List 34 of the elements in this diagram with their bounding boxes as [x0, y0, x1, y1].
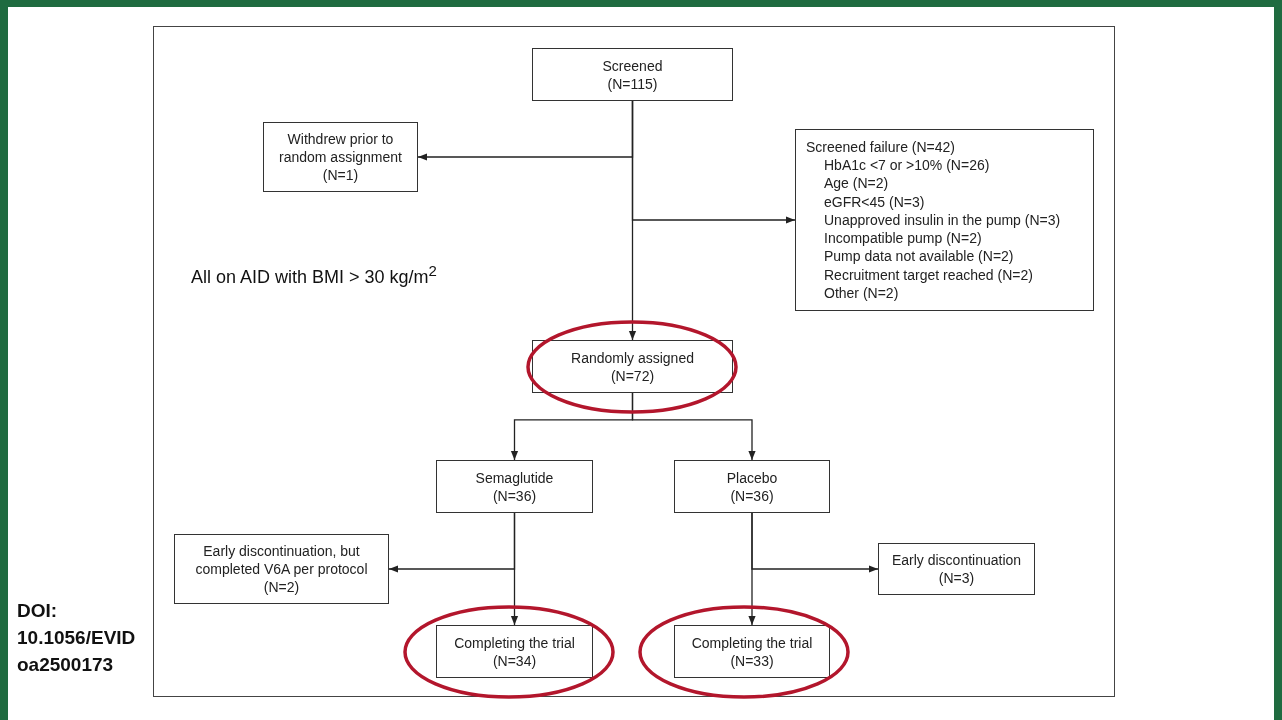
box-text: Placebo (N=36): [725, 468, 779, 505]
flow-box: [532, 48, 733, 101]
list-item: Other (N=2): [823, 283, 899, 302]
flow-box: [263, 122, 418, 192]
list-item: Pump data not available (N=2): [823, 247, 1014, 266]
list-item: eGFR<45 (N=3): [823, 192, 925, 211]
list-item: Incompatible pump (N=2): [823, 229, 982, 248]
arrow: [631, 392, 756, 461]
box-heading: Screened failure (N=42): [806, 138, 956, 157]
box-text: Completing the trial (N=33): [690, 633, 814, 670]
flow-box: [532, 340, 733, 393]
flow-box: [436, 625, 593, 678]
box-text: Randomly assigned (N=72): [570, 348, 695, 385]
arrow: [510, 512, 519, 626]
flow-box: [674, 460, 830, 513]
box-text: Withdrew prior to random assignment (N=1): [278, 130, 403, 184]
arrow: [748, 512, 756, 626]
box-text: Early discontinuation, but completed V6A per protocol (N=2): [194, 542, 369, 596]
list-item: Recruitment target reached (N=2): [823, 265, 1033, 284]
box-text: Early discontinuation (N=3): [890, 551, 1023, 587]
flow-box: [674, 625, 830, 678]
flow-box: [436, 460, 593, 513]
box-text: Completing the trial (N=34): [453, 633, 576, 670]
arrow: [628, 100, 637, 341]
note-text: All on AID with BMI > 30 kg/m$^{2}$: [191, 261, 438, 289]
flow-box: [878, 543, 1035, 595]
box-text: Semaglutide (N=36): [474, 468, 555, 505]
list-item: Age (N=2): [823, 174, 889, 193]
box-text: Screened (N=115): [601, 56, 664, 93]
doi-text: DOI: 10.1056/EVIDoa2500173: [17, 599, 137, 677]
list-item: Unapproved insulin in the pump (N=3): [823, 210, 1061, 230]
list-item: HbA1c <7 or >10% (N=26): [823, 156, 990, 175]
flow-box: [795, 129, 1094, 311]
flow-box: [174, 534, 389, 604]
